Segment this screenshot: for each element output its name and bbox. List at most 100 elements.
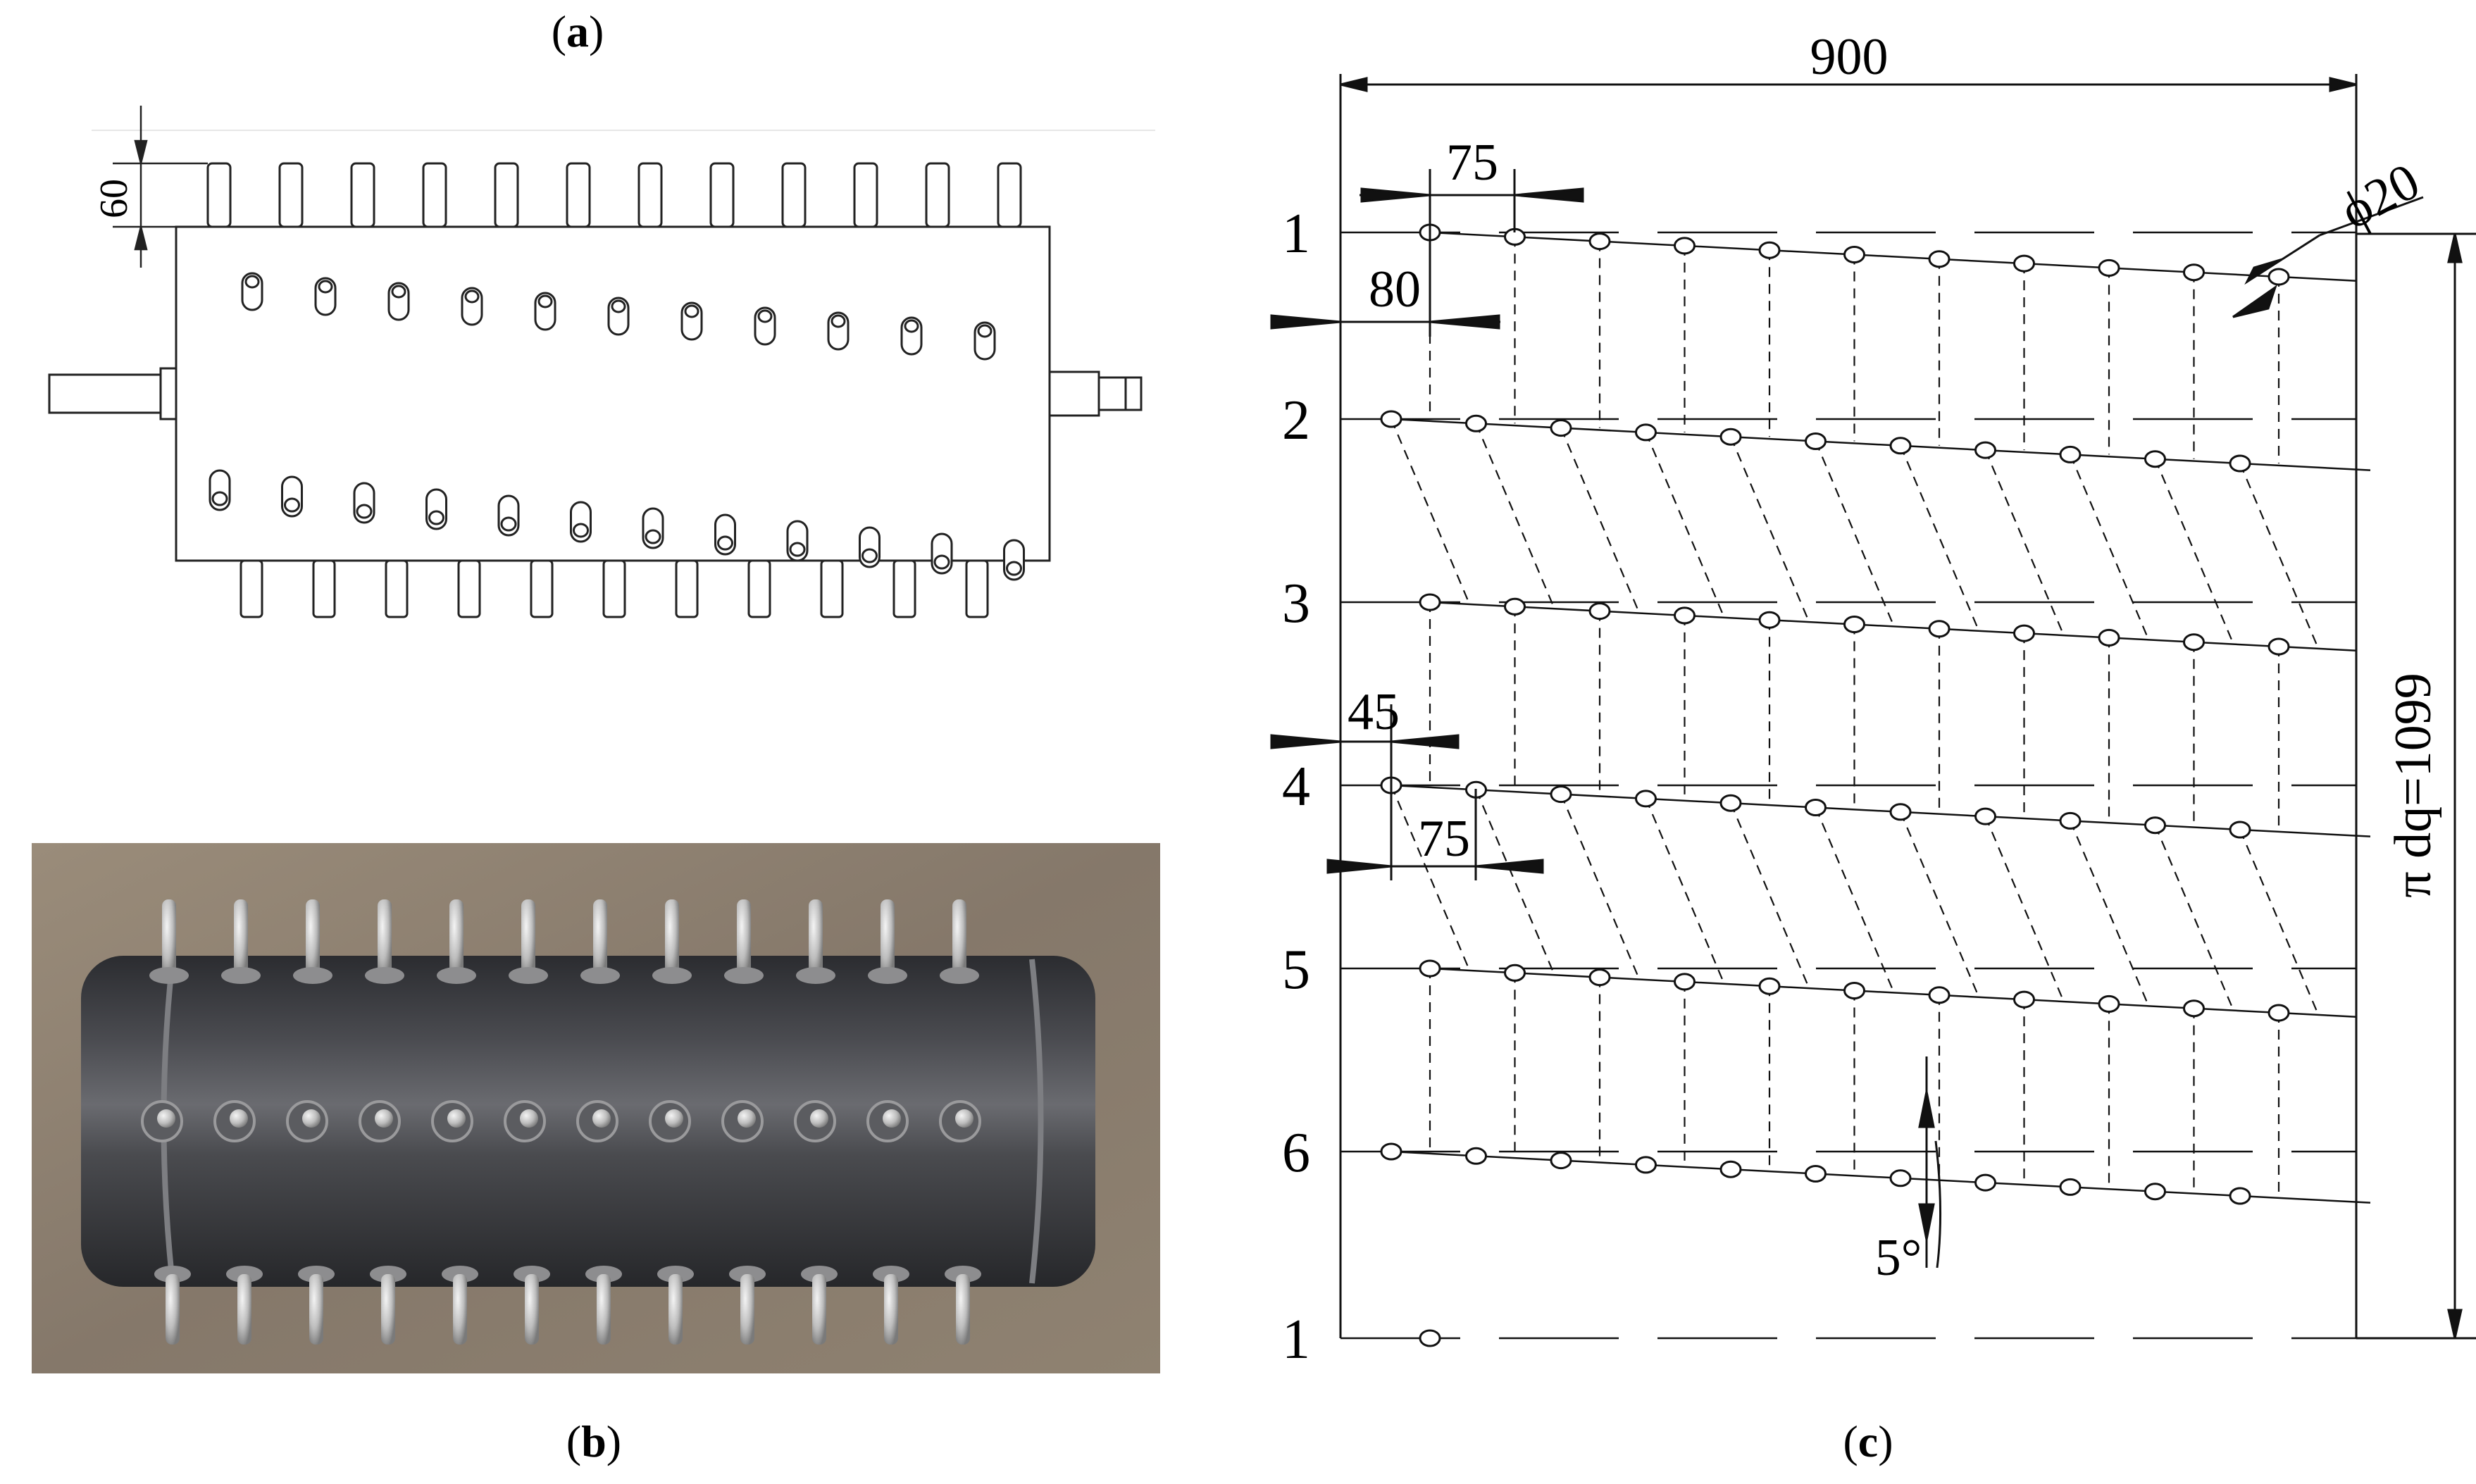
slanted-dashed-line — [2069, 820, 2149, 1004]
label-b: (b) — [566, 1416, 622, 1466]
dim-arrow-bottom — [134, 226, 148, 251]
photo-top-pin-base — [293, 967, 332, 984]
row-label: 6 — [1282, 1122, 1310, 1184]
label-a: (a) — [551, 6, 604, 56]
bottom-tooth — [385, 559, 409, 618]
photo-mid-pin — [447, 1109, 466, 1128]
top-tooth — [494, 162, 519, 228]
pin-hole — [1974, 1173, 1996, 1192]
label-c: (c) — [1843, 1416, 1893, 1466]
photo-top-pin-base — [868, 967, 907, 984]
hole-row2-bottom — [717, 535, 733, 551]
dim-arrow-top — [134, 139, 148, 164]
pin-hole — [1674, 973, 1696, 991]
hole-row1-top — [684, 304, 699, 318]
slanted-dashed-line — [1815, 441, 1894, 625]
dim-label-angle: 5° — [1875, 1229, 1922, 1287]
hole-row1-top — [977, 324, 993, 338]
pin-helix-line — [1429, 967, 2357, 1018]
pin-hole — [2098, 994, 2120, 1013]
photo-top-pin-base — [796, 967, 835, 984]
slanted-dashed-line — [1645, 798, 1724, 983]
photo-top-pin-base — [940, 967, 979, 984]
photo-bottom-pin — [166, 1274, 180, 1345]
pin-hole — [1758, 241, 1781, 259]
photo-bottom-pin — [453, 1274, 467, 1345]
weld-seam-right — [1029, 959, 1044, 1284]
pin-hole — [1843, 246, 1865, 263]
dim-label-phi20: ϕ20 — [2332, 152, 2429, 240]
top-tooth — [853, 162, 878, 228]
dim-label-60: 60 — [92, 179, 136, 218]
arrow-5deg-top — [1918, 1091, 1935, 1128]
pin-hole — [1419, 593, 1441, 611]
hole-row1-top — [830, 314, 846, 328]
arrow-900-left — [1340, 77, 1368, 92]
pin-helix-line — [1391, 1150, 2371, 1204]
bottom-tooth — [239, 559, 263, 618]
photo-mid-pin — [738, 1109, 756, 1128]
photo-top-pin-base — [221, 967, 261, 984]
photo-bottom-pin — [812, 1274, 826, 1345]
photo-mid-pin — [955, 1109, 973, 1128]
hole-row1-top — [611, 299, 626, 313]
row-label: 1 — [1282, 1309, 1310, 1371]
hole-row2-bottom — [211, 491, 228, 506]
pin-hole — [2267, 268, 2290, 286]
slanted-dashed-line — [1815, 807, 1894, 991]
hole-row1-top — [757, 309, 773, 323]
photo-top-pin-base — [437, 967, 476, 984]
pin-hole — [1635, 423, 1657, 442]
slanted-dashed-line — [1984, 449, 2064, 634]
hole-row2-bottom — [861, 548, 878, 563]
pin-hole — [2144, 816, 2166, 835]
arrow-900-right — [2329, 77, 2357, 92]
pin-hole — [1974, 441, 1996, 459]
bottom-tooth — [530, 559, 554, 618]
arrow-75r4-left — [1326, 859, 1392, 874]
hole-row2-bottom — [933, 554, 950, 570]
slanted-dashed-line — [2239, 463, 2319, 647]
arrow-75r4-right — [1475, 859, 1544, 874]
pin-hole — [1674, 606, 1696, 625]
photo-mid-pin — [375, 1109, 393, 1128]
top-tooth — [781, 162, 807, 228]
bottom-tooth — [820, 559, 844, 618]
slanted-dashed-line — [1475, 423, 1555, 607]
photo-top-pin-base — [149, 967, 189, 984]
hole-row2-bottom — [789, 542, 806, 557]
hole-row1-top — [904, 319, 919, 333]
pin-hole — [1805, 432, 1827, 450]
pin-hole — [1635, 790, 1657, 808]
pin-hole — [1465, 414, 1487, 432]
photo-top-pin-base — [724, 967, 764, 984]
photo-bottom-pin — [525, 1274, 539, 1345]
dim-label-75: 75 — [1446, 134, 1498, 192]
photo-bottom-pin — [884, 1274, 898, 1345]
pin-hole — [1380, 410, 1402, 428]
hole-row1-top — [537, 294, 553, 308]
bottom-tooth — [312, 559, 336, 618]
top-tooth — [925, 162, 950, 228]
photo-top-pin-base — [509, 967, 548, 984]
top-tooth — [278, 162, 304, 228]
photo-mid-pin — [302, 1109, 321, 1128]
photo-mid-pin — [592, 1109, 611, 1128]
photo-top-pin — [809, 899, 823, 977]
pin-hole — [1805, 799, 1827, 816]
photo-bottom-pin — [237, 1274, 251, 1345]
pin-hole — [1758, 611, 1781, 629]
pin-hole — [2144, 1183, 2166, 1201]
row-label: 4 — [1282, 756, 1310, 818]
arrow-5deg-bottom — [1918, 1203, 1935, 1240]
photo-top-pin — [881, 899, 895, 977]
arrow-45-right — [1391, 734, 1460, 749]
hole-row2-bottom — [500, 516, 517, 532]
pin-hole — [1889, 1169, 1912, 1187]
pin-hole — [2098, 628, 2120, 647]
left-shaft — [48, 373, 172, 414]
hole-row1-top — [244, 275, 260, 289]
pin-hole — [1843, 982, 1865, 999]
dim-label-45: 45 — [1348, 683, 1400, 741]
